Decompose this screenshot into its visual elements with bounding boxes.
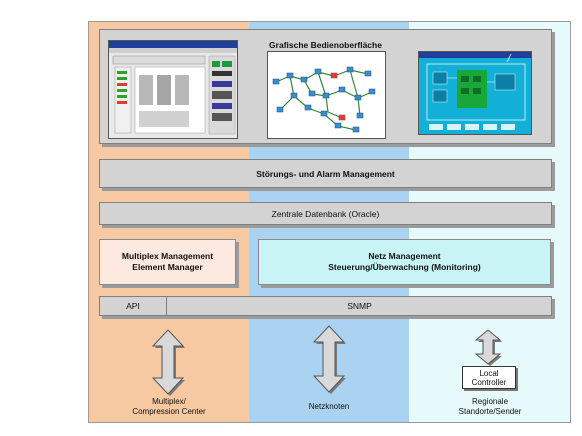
network-map-screenshot-graphic (272, 66, 376, 133)
element-manager-label: Element Manager (132, 262, 203, 272)
multiplex-caption-line1: Multiplex/ (152, 397, 186, 406)
regional-sites-caption: Regionale Standorte/Sender (445, 397, 535, 417)
compression-center-caption-line2: Compression Center (132, 407, 206, 416)
alarm-management-layer: Störungs- und Alarm Management (99, 159, 552, 188)
api-label: API (100, 297, 167, 315)
network-management-title: Netz Management (368, 251, 441, 261)
gui-layer-title: Grafische Bedienoberfläche (269, 40, 382, 50)
interface-bar: API SNMP (99, 296, 552, 316)
regional-caption-line1: Regionale (471, 397, 509, 406)
network-map-screenshot (267, 51, 386, 139)
multiplex-center-caption: Multiplex/ Compression Center (109, 397, 229, 417)
standorte-sender-caption-line2: Standorte/Sender (458, 407, 522, 416)
multiplex-management-title: Multiplex Management (121, 251, 214, 261)
multiplex-management-box: Multiplex Management Element Manager (99, 239, 236, 285)
diagram-frame (88, 21, 571, 423)
netzknoten-double-arrow-icon (312, 325, 346, 394)
local-controller-box: Local Controller (462, 366, 516, 389)
snmp-label: SNMP (347, 301, 372, 311)
element-manager-screenshot-graphic (109, 41, 237, 135)
network-management-box: Netz Management Steuerung/Überwachung (M… (258, 239, 551, 285)
netzknoten-caption: Netzknoten (308, 402, 350, 411)
gui-layer: Grafische Bedienoberfläche (99, 29, 552, 144)
local-controller-label-line1: Local (479, 368, 499, 378)
local-controller-label-line2: Controller (471, 377, 507, 387)
database-layer: Zentrale Datenbank (Oracle) (99, 202, 552, 225)
multiplex-double-arrow-icon (151, 329, 185, 396)
monitoring-label: Steuerung/Überwachung (Monitoring) (328, 262, 481, 272)
control-window-screenshot (418, 51, 532, 135)
control-window-screenshot-graphic (419, 52, 531, 130)
element-manager-screenshot (108, 40, 238, 139)
regional-double-arrow-icon (474, 329, 502, 366)
